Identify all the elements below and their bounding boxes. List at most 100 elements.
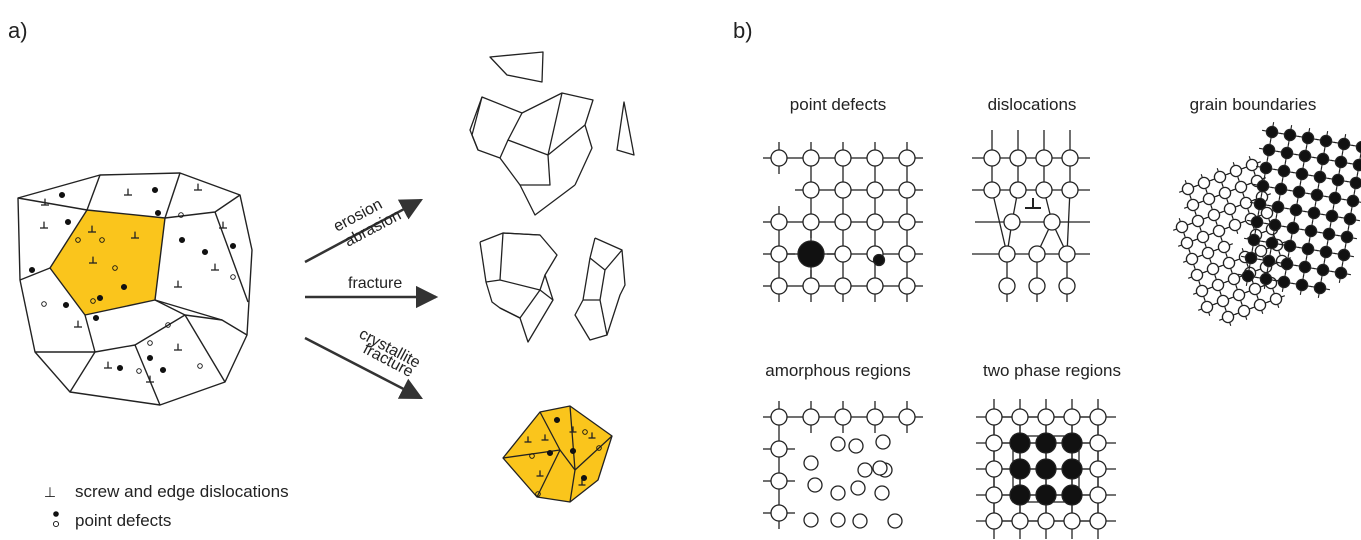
atom-filled	[1313, 281, 1327, 295]
atom-filled	[1241, 269, 1255, 283]
atom-filled	[1322, 227, 1336, 241]
atom-open	[1232, 288, 1246, 302]
atom-open	[770, 440, 788, 458]
arrow-label-fracture: fracture	[348, 275, 402, 292]
atom-filled	[1277, 164, 1291, 178]
defect-open	[230, 274, 236, 280]
atom-open	[1061, 181, 1079, 199]
lattice-amorphous-regions	[763, 401, 923, 529]
atom-filled	[1346, 194, 1360, 208]
atom-open	[1061, 149, 1079, 167]
atom-open	[1196, 230, 1210, 244]
atom-filled	[1352, 158, 1361, 172]
atom-open	[898, 149, 916, 167]
dislocation-symbol	[569, 426, 577, 433]
atom-open	[1089, 408, 1107, 426]
atom-filled	[1280, 257, 1294, 271]
small-interstitial-atom	[872, 253, 886, 267]
defect-filled	[178, 236, 186, 244]
polycrystal-particle	[17, 172, 253, 406]
atom-open	[1058, 245, 1076, 263]
atom-filled	[1340, 230, 1354, 244]
atom-open	[983, 149, 1001, 167]
atom-open	[1248, 282, 1262, 296]
atom-filled	[1316, 263, 1330, 277]
atom-open	[770, 504, 788, 522]
defect-open	[596, 445, 602, 451]
atom-filled	[1250, 215, 1264, 229]
dislocation-symbol	[174, 343, 182, 351]
atom-filled	[1277, 275, 1291, 289]
atom-filled	[1009, 458, 1031, 480]
crystallite-defects	[524, 416, 602, 497]
atom-open	[1185, 252, 1199, 266]
defect-filled	[229, 242, 237, 250]
legend-point-defects-text: point defects	[75, 511, 171, 530]
eroded-fragments	[469, 51, 635, 216]
atom-open	[1245, 158, 1259, 172]
amorphous-atom	[852, 513, 868, 529]
grain-boundaries	[17, 172, 249, 406]
large-impurity-atom	[797, 240, 825, 268]
defect-open	[90, 298, 96, 304]
lattice-two-phase-regions	[976, 399, 1116, 539]
amorphous-atom	[872, 460, 888, 476]
atom-filled	[1355, 140, 1361, 154]
atom-filled	[1256, 179, 1270, 193]
atom-filled	[1301, 242, 1315, 256]
amorphous-atom	[848, 438, 864, 454]
grain-filled-atoms	[1238, 122, 1361, 298]
atom-open	[1190, 268, 1204, 282]
defect-filled	[201, 248, 209, 256]
atom-open	[1063, 512, 1081, 530]
atom-open	[985, 486, 1003, 504]
atom-filled	[1244, 251, 1258, 265]
atom-open	[1009, 149, 1027, 167]
atom-open	[1089, 434, 1107, 452]
atom-open	[1211, 278, 1225, 292]
legend: ⊥ screw and edge dislocations point defe…	[44, 482, 289, 530]
defect-filled	[580, 474, 588, 482]
atom-filled	[1301, 131, 1315, 145]
dislocation-symbol	[131, 231, 139, 239]
dislocation-symbol	[146, 375, 154, 383]
atom-filled	[1319, 134, 1333, 148]
atom-open	[898, 277, 916, 295]
atom-open	[770, 245, 788, 263]
defect-filled	[151, 186, 159, 194]
defect-filled	[553, 416, 561, 424]
atom-open	[1058, 277, 1076, 295]
amorphous-atom	[887, 513, 903, 529]
atom-open	[866, 149, 884, 167]
dislocation-symbol	[124, 188, 132, 196]
atom-filled	[1265, 125, 1279, 139]
atom-filled	[1262, 143, 1276, 157]
atom-filled	[1009, 432, 1031, 454]
defect-filled	[569, 447, 577, 455]
atom-filled	[1331, 173, 1345, 187]
atom-open	[1037, 408, 1055, 426]
atom-open	[834, 408, 852, 426]
arrow-erosion	[304, 198, 423, 264]
defect-open	[197, 363, 203, 369]
atom-open	[1009, 181, 1027, 199]
atom-open	[802, 408, 820, 426]
atom-open	[770, 277, 788, 295]
amorphous-atom	[803, 455, 819, 471]
atom-open	[1197, 176, 1211, 190]
bond-line	[1066, 189, 1071, 255]
defect-open	[41, 301, 47, 307]
atom-filled	[1295, 167, 1309, 181]
atom-open	[985, 434, 1003, 452]
atom-filled	[1259, 161, 1273, 175]
atom-filled	[1349, 176, 1361, 190]
atom-open	[1175, 220, 1189, 234]
lattice-grain-boundaries	[1173, 122, 1361, 326]
atom-open	[1237, 304, 1251, 318]
atom-open	[1035, 149, 1053, 167]
atom-open	[1234, 180, 1248, 194]
yellow-grain	[49, 209, 166, 316]
atom-filled	[1334, 266, 1348, 280]
atom-open	[834, 149, 852, 167]
atom-filled	[1298, 149, 1312, 163]
